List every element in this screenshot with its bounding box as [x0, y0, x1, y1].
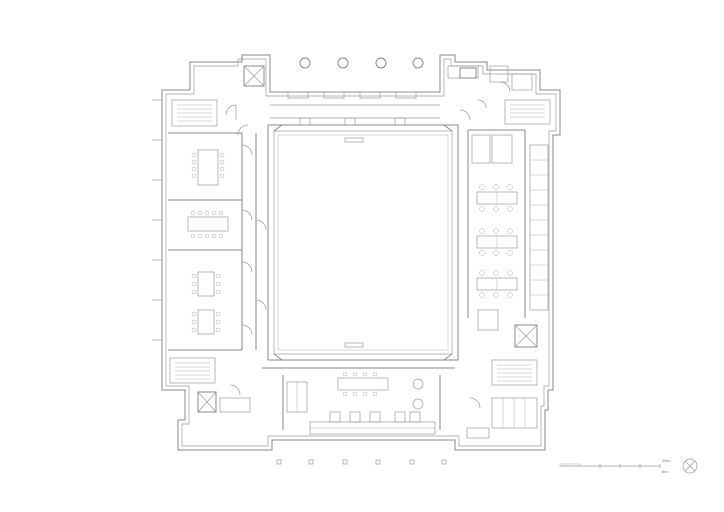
nw-core [171, 65, 265, 136]
south-wing [262, 367, 455, 435]
south-colonnade [276, 459, 447, 465]
sw-core [169, 357, 251, 413]
scale-bar: 10m 5m [559, 458, 670, 474]
ne-core [447, 65, 551, 125]
north-arcade [270, 57, 440, 126]
west-wing [168, 132, 267, 351]
outer-walls [152, 54, 561, 451]
east-wing [467, 129, 549, 318]
scale-label-10m: 10m [662, 458, 670, 463]
scale-label-5m: 5m [662, 469, 668, 474]
se-core [466, 309, 538, 439]
central-atrium [267, 124, 459, 361]
north-arrow-icon [682, 458, 698, 474]
